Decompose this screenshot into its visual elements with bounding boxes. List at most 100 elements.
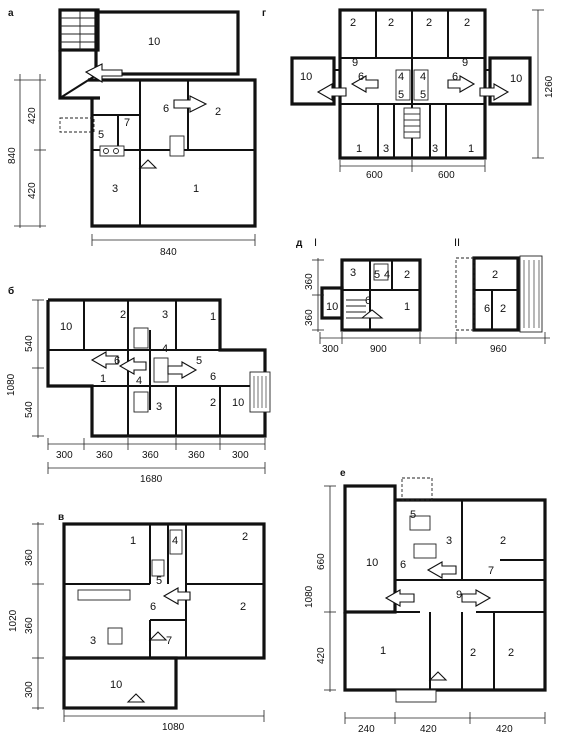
plan-b-dim-v2: 540: [24, 401, 35, 418]
plan-a-dim-v2: 420: [27, 182, 38, 199]
plan-b-room-2a: 2: [120, 309, 126, 321]
plan-d-i-room-2: 2: [404, 269, 410, 281]
plan-d-dim-v2: 360: [304, 309, 315, 326]
plan-a-house: [88, 78, 257, 228]
plan-v-room-2b: 2: [240, 601, 246, 613]
plan-e-room-3: 3: [446, 535, 452, 547]
plan-d-label: д: [296, 238, 303, 249]
plan-v-dim-v3: 300: [24, 681, 35, 698]
plan-d-dim-v1: 360: [304, 273, 315, 290]
plan-a-label: а: [8, 8, 14, 19]
plan-b: б 10 2 3 1 6 4 1 4 5 6 3 2 10: [6, 285, 271, 485]
plan-g-room-5b: 5: [420, 89, 426, 101]
plan-v-dim-v2: 360: [24, 617, 35, 634]
plan-d-dim-h3: 960: [490, 344, 507, 355]
plan-d-i-room-4: 4: [384, 269, 390, 281]
plan-v-room-2a: 2: [242, 531, 248, 543]
plan-g-room-2d: 2: [464, 17, 470, 29]
plan-v-room-4: 4: [172, 535, 178, 547]
plan-e-room-10: 10: [366, 557, 378, 569]
plan-g-room-6a: 6: [358, 71, 364, 83]
plan-b-dim-h4: 360: [188, 450, 205, 461]
plan-g-label: г: [262, 8, 266, 19]
plan-d-i-room-10: 10: [326, 301, 338, 313]
plan-v-room-1: 1: [130, 535, 136, 547]
plan-b-outer: [46, 298, 267, 438]
plan-b-room-1b: 1: [100, 373, 106, 385]
plan-b-room-5a: 5: [196, 355, 202, 367]
plan-b-room-10a: 10: [60, 321, 72, 333]
plan-b-room-6a: 6: [114, 355, 120, 367]
plan-d-ii-room-2b: 2: [500, 303, 506, 315]
plan-d-dim-h2: 900: [370, 344, 387, 355]
plan-e-room-7: 7: [488, 565, 494, 577]
plan-e-room-1: 1: [380, 645, 386, 657]
plan-g-room-3b: 3: [432, 143, 438, 155]
plan-v-room-5: 5: [156, 575, 162, 587]
plan-d-ii-room-6: 6: [484, 303, 490, 315]
plan-a-dim-width: 840: [160, 247, 177, 258]
plan-g-room-2c: 2: [426, 17, 432, 29]
plan-d-i-room-6: 6: [365, 295, 371, 307]
plan-b-dim-total-width: 1680: [140, 474, 163, 485]
plan-e-room-2b: 2: [470, 647, 476, 659]
plan-d-i-room-3: 3: [350, 267, 356, 279]
plan-g-room-10a: 10: [300, 71, 312, 83]
plan-e-room-2c: 2: [508, 647, 514, 659]
plan-d-part1-label: I: [314, 237, 317, 249]
plan-e-outer: [343, 498, 547, 692]
plan-g-room-2b: 2: [388, 17, 394, 29]
plan-g-room-2a: 2: [350, 17, 356, 29]
plan-d-part2-label: II: [454, 237, 460, 249]
plan-e-label: е: [340, 468, 346, 479]
plan-v-dim-total: 1020: [8, 609, 19, 632]
plan-g-room-3a: 3: [383, 143, 389, 155]
plan-a-dim-total: 840: [7, 147, 18, 164]
plan-e-room-5: 5: [410, 509, 416, 521]
plan-b-room-1a: 1: [210, 311, 216, 323]
plan-b-label: б: [8, 285, 14, 297]
plan-g-room-9a: 9: [352, 57, 358, 69]
plan-a-dim-v1: 420: [27, 107, 38, 124]
plan-g-room-4b: 4: [420, 71, 426, 83]
plan-d-i-room-1: 1: [404, 301, 410, 313]
plan-b-room-4b: 4: [136, 375, 142, 387]
plan-g: г 2 2 2 2 10 10 6 6: [262, 8, 555, 181]
plan-e-dim-v1: 660: [316, 553, 327, 570]
plan-b-dim-h1: 300: [56, 450, 73, 461]
plan-a: а 10 6 2 5 7 3: [7, 8, 257, 258]
plan-b-dim-h2: 360: [96, 450, 113, 461]
plan-d-ii-room-2a: 2: [492, 269, 498, 281]
plan-v-room-6: 6: [150, 601, 156, 613]
plan-v-label: в: [58, 512, 64, 523]
plan-b-room-2b: 2: [210, 397, 216, 409]
plan-b-room-10b: 10: [232, 397, 244, 409]
plan-g-room-1a: 1: [356, 143, 362, 155]
plan-a-room-6: 6: [163, 103, 169, 115]
plan-g-room-1b: 1: [468, 143, 474, 155]
plan-a-room-7: 7: [124, 117, 130, 129]
plan-a-room-3: 3: [112, 183, 118, 195]
plan-a-room-5: 5: [98, 129, 104, 141]
plan-b-room-3b: 3: [156, 401, 162, 413]
plan-d: д I II 3 5 4 2 10 6 1 2 6 2: [296, 237, 550, 355]
plan-b-dim-total: 1080: [6, 373, 17, 396]
plan-e: е 5 10 3 2 6 7 9 1 2 2: [304, 468, 547, 735]
plan-e-dim-h3: 420: [496, 724, 513, 735]
plan-b-dim-v1: 540: [24, 335, 35, 352]
plan-g-room-4a: 4: [398, 71, 404, 83]
plan-e-dim-h2: 420: [420, 724, 437, 735]
plan-g-dim-h1: 600: [366, 170, 383, 181]
plan-e-dim-h1: 240: [358, 724, 375, 735]
plan-b-dim-h5: 300: [232, 450, 249, 461]
plan-g-dim-h2: 600: [438, 170, 455, 181]
plan-v-dim-width: 1080: [162, 722, 185, 733]
plan-g-room-5a: 5: [398, 89, 404, 101]
plan-v-dim-v1: 360: [24, 549, 35, 566]
plan-d-i-room-5: 5: [374, 269, 380, 281]
plan-e-room-9: 9: [456, 589, 462, 601]
plan-e-room-6: 6: [400, 559, 406, 571]
plan-v-garage: [62, 656, 178, 710]
plan-g-room-9b: 9: [462, 57, 468, 69]
